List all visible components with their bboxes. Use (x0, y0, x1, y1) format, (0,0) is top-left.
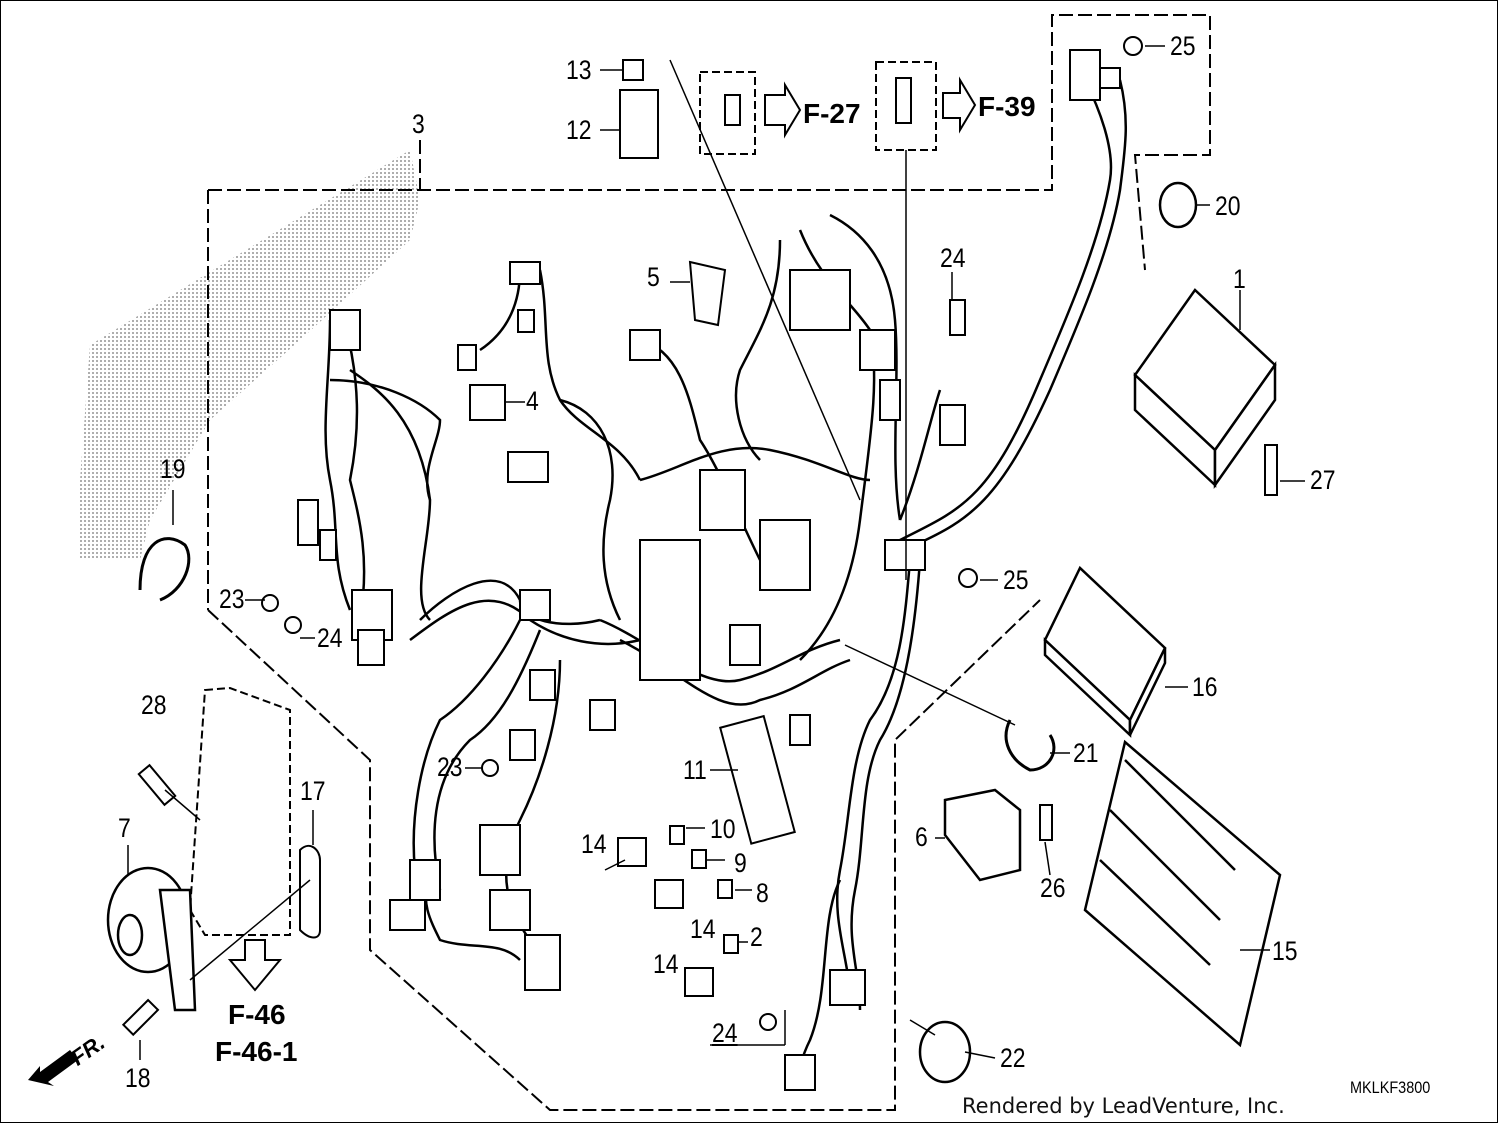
callout-14-c[interactable]: 14 (690, 914, 716, 944)
callout-26[interactable]: 26 (1040, 873, 1066, 903)
callout-10[interactable]: 10 (710, 814, 736, 844)
ref-f39[interactable]: F-39 (978, 91, 1036, 122)
ref-arrows (227, 76, 977, 992)
callout-25-a[interactable]: 25 (1170, 31, 1196, 61)
relays (617, 825, 739, 997)
harness-connectors (297, 49, 1121, 1091)
callout-18[interactable]: 18 (125, 1063, 151, 1093)
front-arrow (28, 1050, 78, 1086)
callout-17[interactable]: 17 (300, 776, 326, 806)
callout-13[interactable]: 13 (566, 55, 592, 85)
callout-9[interactable]: 9 (734, 848, 747, 878)
leader-lines (127, 45, 1305, 1060)
ref-f46-1[interactable]: F-46-1 (215, 1036, 298, 1067)
callout-22[interactable]: 22 (1000, 1043, 1026, 1073)
callout-24-c[interactable]: 24 (712, 1018, 738, 1048)
diagram-code: MKLKF3800 (1350, 1078, 1431, 1097)
callout-5[interactable]: 5 (647, 262, 660, 292)
part-7-horn (106, 866, 197, 1012)
part-13 (622, 59, 644, 81)
callout-8[interactable]: 8 (756, 878, 769, 908)
ref-f46[interactable]: F-46 (228, 999, 286, 1030)
part-21 (1004, 719, 1056, 772)
callout-19[interactable]: 19 (160, 454, 186, 484)
part-19 (138, 537, 191, 602)
callout-2[interactable]: 2 (750, 922, 763, 952)
callout-15[interactable]: 15 (1272, 936, 1298, 966)
callout-14-a[interactable]: 14 (581, 829, 607, 859)
callout-23-b[interactable]: 23 (437, 752, 463, 782)
callout-3[interactable]: 3 (412, 109, 425, 139)
callout-6[interactable]: 6 (915, 822, 928, 852)
ref-f27[interactable]: F-27 (803, 98, 861, 129)
callout-14-b[interactable]: 14 (653, 949, 679, 979)
part-20 (1158, 181, 1198, 229)
part-1-module (1133, 288, 1277, 489)
shaded-area (80, 150, 420, 560)
part-6 (943, 788, 1022, 882)
fasteners (121, 36, 1278, 1037)
part-15-panel (1083, 739, 1282, 1048)
part-22 (918, 1020, 972, 1084)
callout-23-a[interactable]: 23 (219, 584, 245, 614)
callout-25-b[interactable]: 25 (1003, 565, 1029, 595)
part-17 (299, 844, 321, 939)
callout-28[interactable]: 28 (141, 690, 167, 720)
callout-4[interactable]: 4 (526, 386, 539, 416)
callout-7[interactable]: 7 (118, 813, 131, 843)
part-12 (619, 89, 659, 159)
callout-11[interactable]: 11 (683, 755, 707, 785)
callout-27[interactable]: 27 (1310, 465, 1336, 495)
callout-16[interactable]: 16 (1192, 672, 1218, 702)
callout-24-a[interactable]: 24 (940, 243, 966, 273)
assembly-outline (207, 14, 1211, 1111)
ref-boxes (188, 61, 937, 936)
callout-20[interactable]: 20 (1215, 191, 1241, 221)
part-16-box (1043, 565, 1167, 738)
callout-21[interactable]: 21 (1073, 738, 1099, 768)
credit-text: Rendered by LeadVenture, Inc. (962, 1094, 1285, 1118)
callout-12[interactable]: 12 (566, 115, 592, 145)
part-5 (688, 260, 727, 327)
part-4 (469, 384, 506, 421)
callout-1[interactable]: 1 (1233, 264, 1246, 294)
callout-24-b[interactable]: 24 (317, 623, 343, 653)
part-11 (718, 714, 796, 845)
